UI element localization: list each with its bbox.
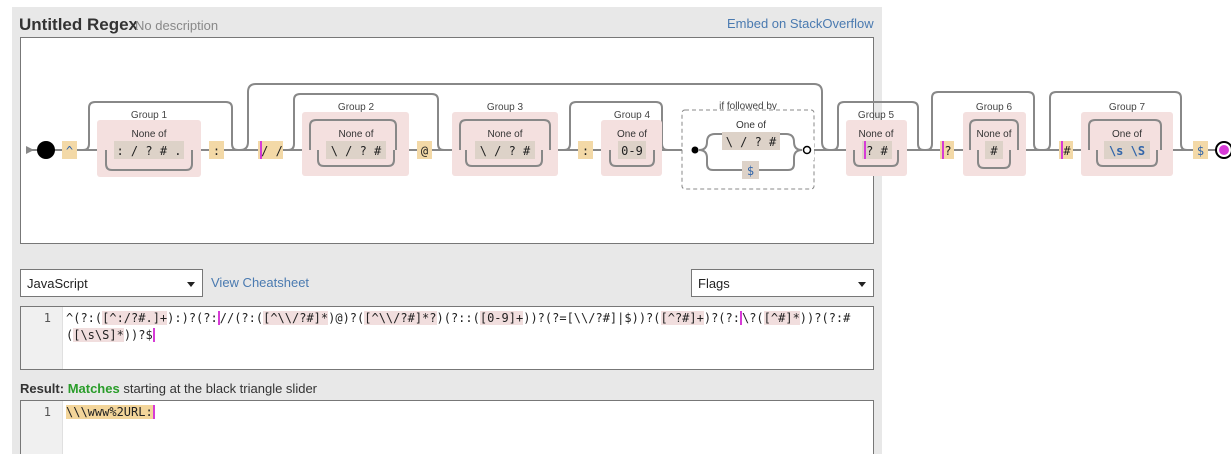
svg-text:One of: One of: [1112, 129, 1142, 140]
svg-text:One of: One of: [617, 129, 647, 140]
pattern-line: ([\s\S]*))?$: [66, 327, 850, 344]
literal-hash: #: [1059, 141, 1073, 159]
flags-select[interactable]: Flags: [691, 269, 874, 297]
line-gutter: 1: [21, 307, 63, 369]
pattern-token: ):)?(?:: [167, 311, 218, 325]
pattern-line: ^(?:([^:/?#.]+):)?(?://(?:([^\\/?#]*)@)?…: [66, 310, 850, 327]
svg-text:Group 5: Group 5: [858, 110, 895, 121]
group-4: Group 4 One of 0-9: [601, 110, 662, 176]
svg-text:\ / ? #: \ / ? #: [331, 144, 382, 158]
pattern-token: [\s\S]*: [73, 328, 124, 342]
result-label: Result:: [20, 381, 65, 396]
svg-text:#: #: [990, 144, 998, 158]
group-5: Group 5 None of ? #: [846, 110, 907, 176]
svg-text:None of: None of: [338, 129, 373, 140]
pattern-token: )(?::(: [436, 311, 480, 325]
literal-question: ?: [940, 141, 954, 159]
literal-dollar: $: [1193, 141, 1208, 159]
literal-at: @: [417, 141, 432, 159]
svg-text:None of: None of: [131, 129, 166, 140]
svg-text:Group 1: Group 1: [131, 110, 168, 121]
chevron-down-icon: [187, 282, 195, 287]
svg-text:?: ?: [944, 144, 951, 158]
start-marker: [26, 141, 55, 159]
pattern-token: [^#]*: [763, 311, 800, 325]
pattern-token: ))?(?:#: [799, 311, 851, 325]
svg-text:^: ^: [66, 144, 73, 158]
line-number: 1: [43, 405, 51, 419]
test-string-code[interactable]: \\\www%2URL:: [66, 404, 155, 421]
svg-text:None of: None of: [487, 129, 522, 140]
flags-select-value: Flags: [698, 276, 730, 291]
pattern-token: [^?#]+: [660, 311, 704, 325]
embed-link[interactable]: Embed on StackOverflow: [727, 16, 874, 31]
svg-text:: / ? # .: : / ? # .: [116, 144, 181, 158]
svg-text::: :: [582, 144, 589, 158]
pattern-token: (: [66, 328, 74, 342]
page-title[interactable]: Untitled Regex: [19, 15, 139, 34]
literal-slashes: / /: [258, 141, 283, 159]
language-select-value: JavaScript: [27, 276, 88, 291]
group-6: Group 6 None of #: [963, 102, 1026, 176]
svg-text:\ / ? #: \ / ? #: [480, 144, 531, 158]
svg-text:Group 3: Group 3: [487, 102, 524, 113]
test-string-editor[interactable]: 1 \\\www%2URL:: [20, 400, 874, 454]
chevron-down-icon: [858, 282, 866, 287]
pattern-token: (?:(: [234, 311, 264, 325]
svg-text:Group 4: Group 4: [614, 110, 651, 121]
pattern-code[interactable]: ^(?:([^:/?#.]+):)?(?://(?:([^\\/?#]*)@)?…: [66, 310, 850, 344]
result-status: Matches: [67, 381, 120, 396]
end-marker: [1215, 141, 1231, 159]
literal-colon: :: [209, 141, 224, 159]
page-description[interactable]: No description: [135, 18, 219, 33]
pattern-token: \?(: [739, 311, 764, 325]
svg-text:Group 6: Group 6: [976, 102, 1013, 113]
group-2: Group 2 None of \ / ? #: [302, 102, 409, 176]
svg-text:Group 7: Group 7: [1109, 102, 1146, 113]
svg-text:if followed by: if followed by: [719, 101, 777, 112]
group-1: Group 1 None of : / ? # .: [97, 110, 201, 177]
language-select[interactable]: JavaScript: [20, 269, 203, 297]
literal-caret: ^: [62, 141, 77, 159]
result-line: Result: Matches starting at the black tr…: [20, 381, 317, 396]
pattern-token: //: [217, 311, 235, 325]
pattern-token: )?(?:: [703, 311, 740, 325]
group-3: Group 3 None of \ / ? #: [452, 102, 558, 176]
svg-text:One of: One of: [736, 120, 766, 131]
cheatsheet-link[interactable]: View Cheatsheet: [211, 275, 310, 290]
text-cursor: [152, 405, 155, 419]
pattern-token: [^:/?#.]+: [102, 311, 168, 325]
svg-text:/ /: / /: [261, 144, 283, 158]
group-7: Group 7 One of \s \S: [1081, 102, 1173, 176]
railroad-diagram: ^ Group 1 None of : / ? # . : / / Group …: [26, 83, 1231, 190]
svg-text:\ / ? #: \ / ? #: [726, 135, 777, 149]
pattern-token: ^(?:(: [66, 311, 103, 325]
text-cursor: [152, 328, 155, 342]
svg-text:$: $: [1197, 144, 1204, 158]
result-detail: starting at the black triangle slider: [123, 381, 317, 396]
svg-text:0-9: 0-9: [621, 144, 643, 158]
pattern-token: [0-9]+: [479, 311, 524, 325]
pattern-token: ))?$: [123, 328, 153, 342]
svg-text::: :: [213, 144, 220, 158]
svg-text:\s \S: \s \S: [1109, 144, 1145, 158]
match-highlight: \\\www%2URL:: [66, 405, 153, 419]
lookahead-group: if followed by One of \ / ? # $: [681, 101, 815, 190]
pattern-token: )@)?(: [328, 311, 365, 325]
svg-text:None of: None of: [858, 129, 893, 140]
pattern-token: ))?(?=[\\/?#]|$))?(: [523, 311, 661, 325]
literal-colon-port: :: [578, 141, 593, 159]
svg-text:@: @: [421, 144, 428, 158]
pattern-token: [^\\/?#]*: [263, 311, 329, 325]
svg-text:None of: None of: [976, 129, 1011, 140]
line-gutter: 1: [21, 401, 63, 454]
pattern-editor[interactable]: 1 ^(?:([^:/?#.]+):)?(?://(?:([^\\/?#]*)@…: [20, 306, 874, 370]
line-number: 1: [43, 311, 51, 325]
svg-text:? #: ? #: [866, 144, 888, 158]
pattern-token: [^\\/?#]*?: [364, 311, 437, 325]
svg-text:#: #: [1063, 144, 1071, 158]
svg-text:$: $: [747, 164, 754, 178]
svg-text:Group 2: Group 2: [338, 102, 375, 113]
